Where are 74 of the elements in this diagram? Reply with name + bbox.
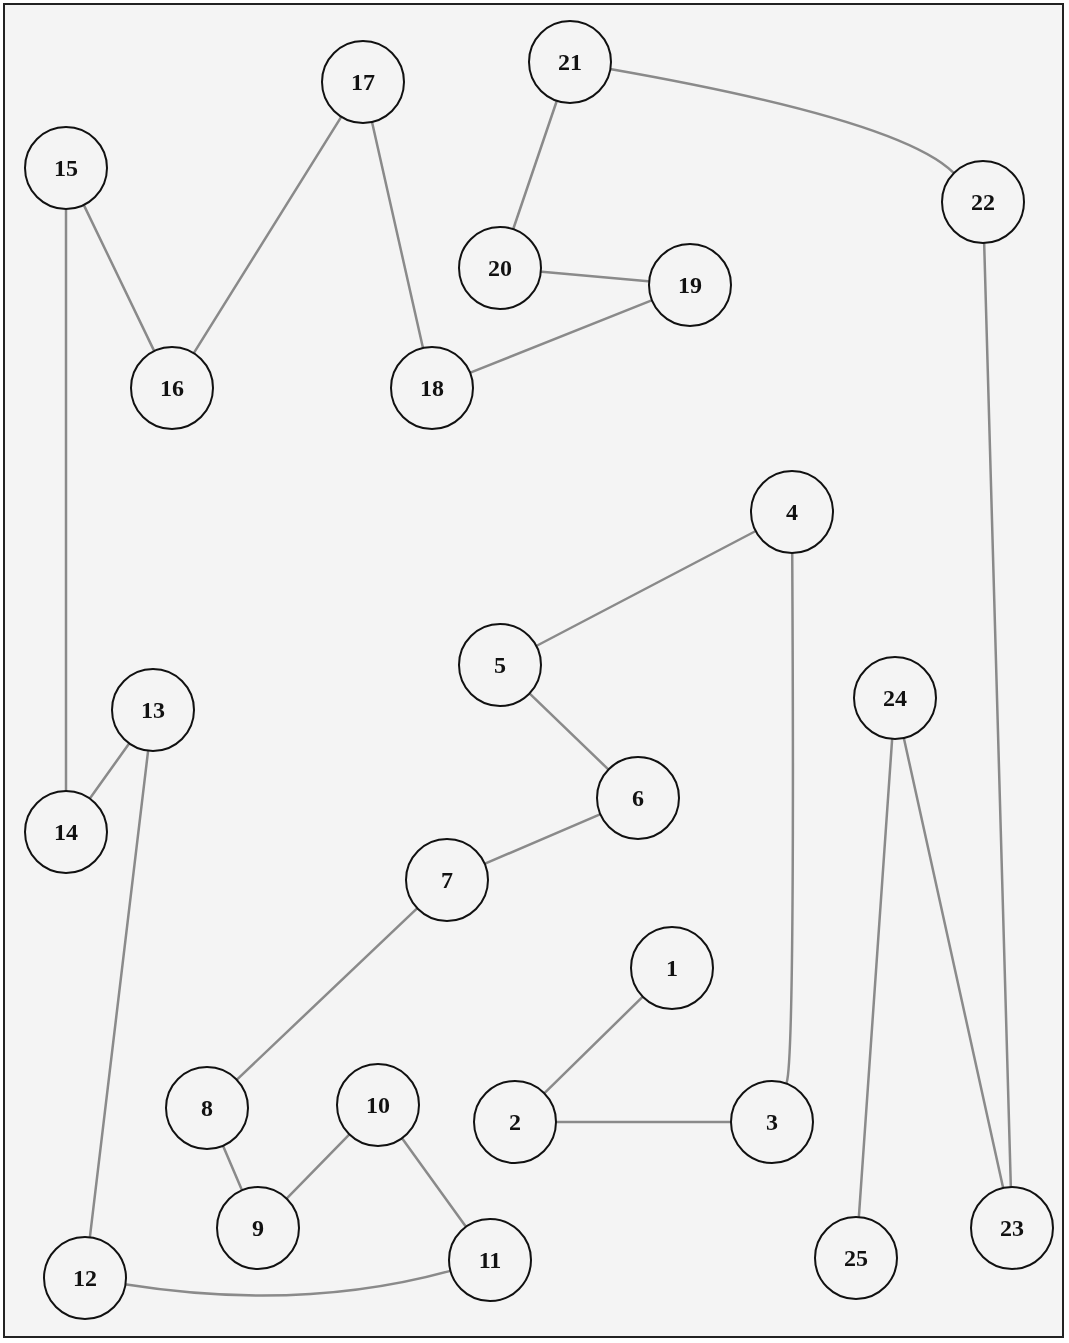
circle-number: 18 <box>420 374 444 402</box>
circle-number: 3 <box>766 1108 778 1136</box>
pencil-line <box>401 1137 467 1228</box>
numbered-circle <box>405 838 489 922</box>
numbered-circle <box>43 1236 127 1320</box>
pencil-line <box>469 299 653 374</box>
circle-number: 16 <box>160 374 184 402</box>
circle-number: 4 <box>786 498 798 526</box>
numbered-circle <box>336 1063 420 1147</box>
numbered-circle <box>750 470 834 554</box>
numbered-circle <box>458 226 542 310</box>
numbered-circle <box>528 20 612 104</box>
numbered-circle <box>814 1216 898 1300</box>
circle-number: 9 <box>252 1214 264 1242</box>
circle-number: 1 <box>666 954 678 982</box>
numbered-circle <box>448 1218 532 1302</box>
circle-number: 6 <box>632 784 644 812</box>
circle-number: 24 <box>883 684 907 712</box>
numbered-circle <box>596 756 680 840</box>
numbered-circle <box>648 243 732 327</box>
circle-number: 12 <box>73 1264 97 1292</box>
circle-number: 20 <box>488 254 512 282</box>
pencil-line <box>529 692 609 771</box>
numbered-circle <box>216 1186 300 1270</box>
pencil-line <box>540 270 650 283</box>
numbered-circle <box>165 1066 249 1150</box>
pencil-line <box>543 996 644 1094</box>
pencil-line <box>89 742 130 800</box>
pencil-line <box>484 813 601 865</box>
numbered-circle <box>130 346 214 430</box>
pencil-line <box>371 121 424 349</box>
circle-number: 22 <box>971 188 995 216</box>
numbered-circle <box>24 126 108 210</box>
numbered-circle <box>853 656 937 740</box>
pencil-line <box>83 204 155 352</box>
pencil-line <box>125 1269 451 1297</box>
numbered-circle <box>390 346 474 430</box>
numbered-circle <box>321 40 405 124</box>
pencil-line <box>857 738 894 1218</box>
numbered-circle <box>730 1080 814 1164</box>
circle-number: 15 <box>54 154 78 182</box>
circle-number: 13 <box>141 696 165 724</box>
pencil-line <box>286 1133 350 1200</box>
circle-number: 11 <box>478 1246 502 1274</box>
circle-number: 7 <box>441 866 453 894</box>
pencil-line <box>535 530 757 647</box>
pencil-line <box>610 68 955 174</box>
numbered-circle <box>473 1080 557 1164</box>
circle-number: 17 <box>351 68 375 96</box>
pencil-line <box>902 737 1005 1189</box>
circle-number: 5 <box>494 651 506 679</box>
circle-number: 23 <box>1000 1214 1024 1242</box>
circle-number: 19 <box>678 271 702 299</box>
circle-number: 2 <box>509 1108 521 1136</box>
numbered-circle <box>970 1186 1054 1270</box>
numbered-circle <box>458 623 542 707</box>
pencil-line <box>785 552 795 1084</box>
pencil-line <box>193 116 342 354</box>
pencil-line <box>222 1145 243 1191</box>
circle-number: 10 <box>366 1091 390 1119</box>
numbered-circle <box>24 790 108 874</box>
numbered-circle <box>630 926 714 1010</box>
circle-number: 8 <box>201 1094 213 1122</box>
circle-number: 14 <box>54 818 78 846</box>
pencil-line <box>512 100 558 230</box>
circle-number: 21 <box>558 48 582 76</box>
pencil-line <box>555 1120 732 1124</box>
pencil-line <box>236 907 418 1081</box>
pencil-line <box>982 242 1013 1188</box>
circle-number: 25 <box>844 1244 868 1272</box>
pencil-line <box>88 750 150 1238</box>
numbered-circle <box>111 668 195 752</box>
pencil-line <box>64 208 68 792</box>
numbered-circle <box>941 160 1025 244</box>
